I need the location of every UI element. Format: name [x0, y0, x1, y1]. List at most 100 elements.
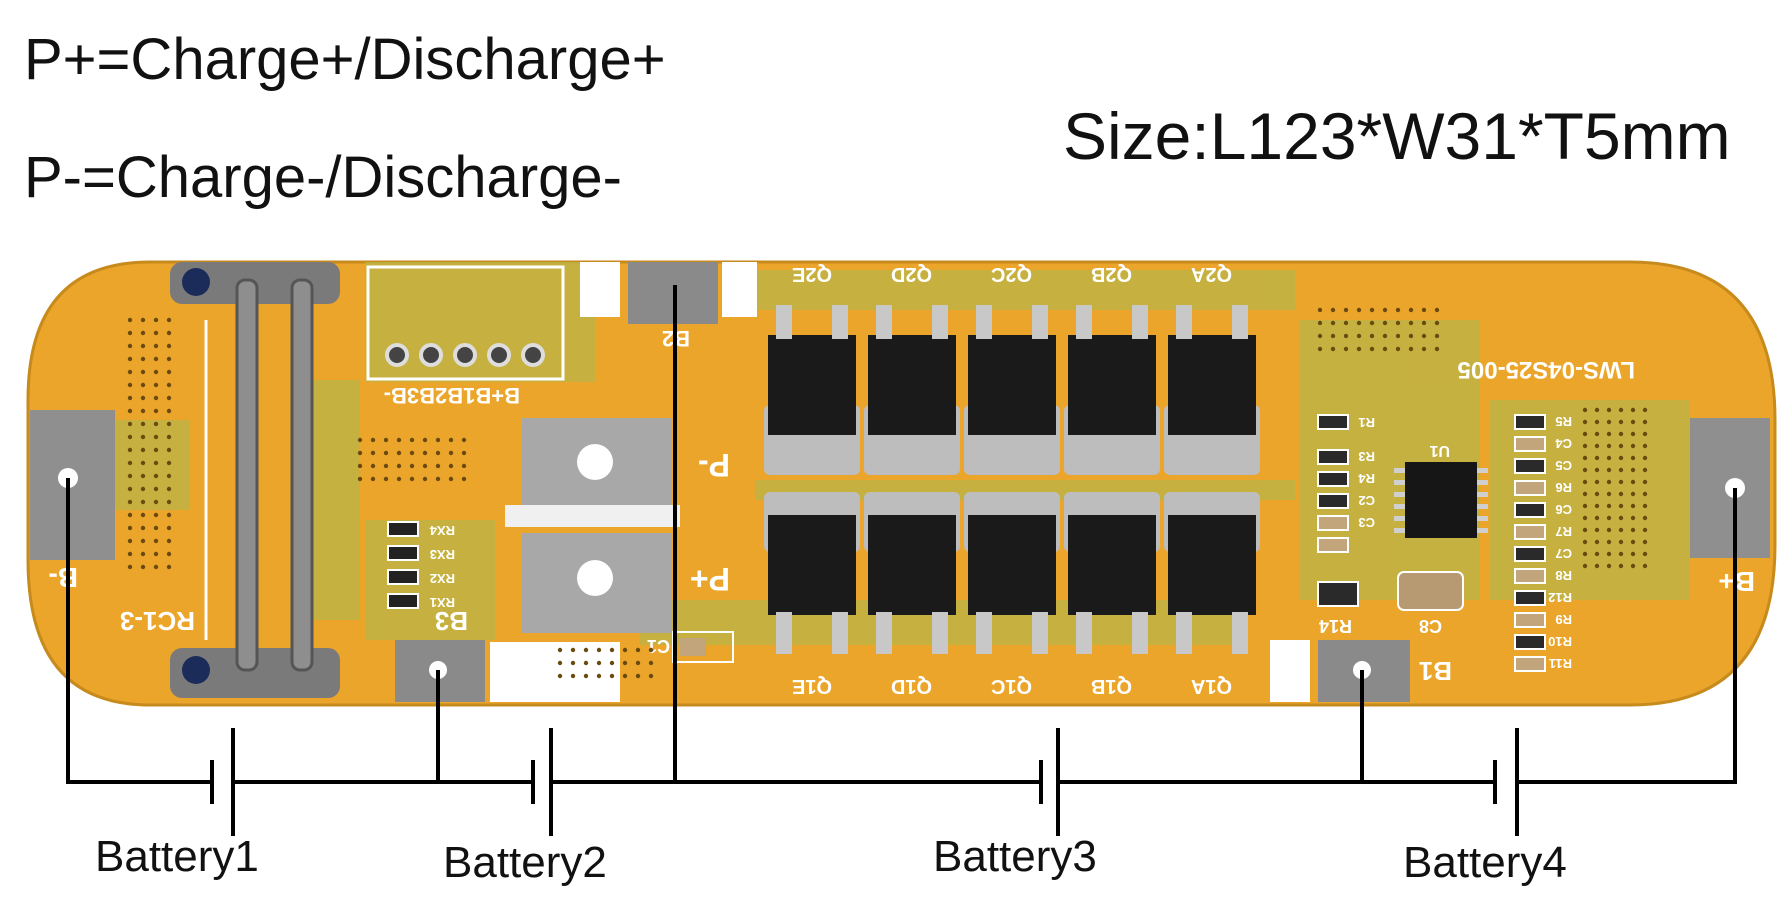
via — [140, 538, 146, 544]
via-dots — [127, 307, 1648, 679]
via — [153, 434, 159, 440]
c8-label: C8 — [1419, 616, 1442, 636]
r4-label: C2 — [1358, 493, 1375, 508]
via — [1343, 346, 1349, 352]
via — [166, 486, 172, 492]
via — [1317, 320, 1323, 326]
mosfet-bottom-body — [968, 515, 1056, 615]
via — [153, 499, 159, 505]
via — [153, 538, 159, 544]
wire-b-plus — [1517, 488, 1737, 784]
via — [140, 408, 146, 414]
via — [140, 460, 146, 466]
pad-b3-label: B3 — [435, 606, 468, 636]
via — [1642, 515, 1648, 521]
via — [166, 564, 172, 570]
pad-separator — [505, 505, 680, 527]
via — [1330, 307, 1336, 313]
via — [153, 330, 159, 336]
via — [153, 525, 159, 531]
via — [1618, 479, 1624, 485]
via — [1630, 527, 1636, 533]
via — [1630, 467, 1636, 473]
via — [153, 356, 159, 362]
right-column-label: R12 — [1548, 590, 1572, 605]
via — [153, 551, 159, 557]
via — [1630, 551, 1636, 557]
shunt-label: RC1-3 — [120, 606, 195, 636]
via — [153, 343, 159, 349]
via — [1408, 320, 1414, 326]
rx-resistors — [387, 521, 419, 609]
via — [140, 330, 146, 336]
via — [1642, 491, 1648, 497]
via — [140, 564, 146, 570]
mosfet-top-pin — [776, 305, 792, 339]
via — [1408, 307, 1414, 313]
via — [1356, 307, 1362, 313]
via — [1606, 503, 1612, 509]
right-column-part — [1514, 590, 1546, 606]
ic-u1-pins — [1394, 468, 1488, 533]
mosfet-top-label: Q2D — [891, 263, 932, 285]
via — [140, 382, 146, 388]
via — [448, 476, 454, 482]
via — [570, 673, 576, 679]
via — [153, 382, 159, 388]
battery-wiring — [66, 285, 1737, 836]
via — [1618, 491, 1624, 497]
via — [127, 499, 133, 505]
via — [1642, 467, 1648, 473]
via — [1582, 479, 1588, 485]
mosfet-bottom-pin — [1132, 612, 1148, 654]
mosfet-top-body — [868, 335, 956, 435]
via — [1594, 419, 1600, 425]
via — [1421, 307, 1427, 313]
via — [1395, 346, 1401, 352]
via — [127, 408, 133, 414]
via — [1582, 467, 1588, 473]
via — [1618, 431, 1624, 437]
via — [1317, 333, 1323, 339]
via — [1582, 503, 1588, 509]
r14-resistor — [1317, 581, 1359, 607]
via — [166, 408, 172, 414]
via — [1369, 346, 1375, 352]
via — [1369, 333, 1375, 339]
via — [166, 434, 172, 440]
mosfet-top-pin — [1032, 305, 1048, 339]
via — [422, 476, 428, 482]
via — [1642, 479, 1648, 485]
via — [127, 343, 133, 349]
via — [153, 473, 159, 479]
via — [1594, 467, 1600, 473]
pad-b2-marker-2 — [722, 262, 757, 317]
via — [435, 476, 441, 482]
via — [1594, 455, 1600, 461]
via — [1618, 551, 1624, 557]
via — [1594, 431, 1600, 437]
via — [570, 660, 576, 666]
via — [166, 512, 172, 518]
right-column-part — [1514, 524, 1546, 540]
mosfet-top-pin — [1076, 305, 1092, 339]
via — [140, 356, 146, 362]
mosfet-top-pin — [1132, 305, 1148, 339]
via — [166, 395, 172, 401]
via — [409, 463, 415, 469]
via — [648, 647, 654, 653]
via — [166, 369, 172, 375]
mosfet-bottom-body — [1068, 515, 1156, 615]
via — [1630, 419, 1636, 425]
via — [383, 476, 389, 482]
via — [1630, 491, 1636, 497]
via — [153, 447, 159, 453]
battery3-label: Battery3 — [933, 832, 1097, 881]
pad-p-plus-label: P+ — [690, 561, 730, 597]
right-column-label: R8 — [1555, 568, 1572, 583]
via — [1317, 307, 1323, 313]
via — [1343, 333, 1349, 339]
via — [127, 421, 133, 427]
via — [1594, 539, 1600, 545]
via — [435, 463, 441, 469]
